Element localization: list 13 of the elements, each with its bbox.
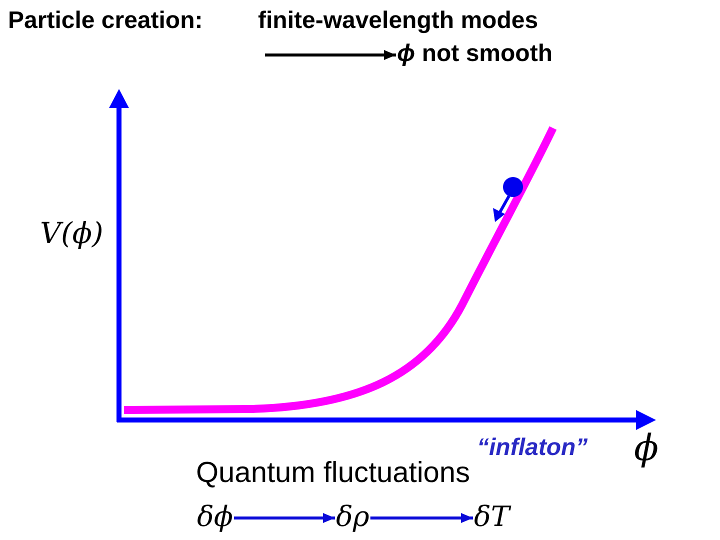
arrow bbox=[370, 513, 473, 523]
arrow bbox=[265, 50, 396, 60]
math-term: δρ bbox=[336, 503, 370, 531]
arrow bbox=[234, 513, 335, 523]
axis-label: V(ϕ) bbox=[40, 219, 104, 248]
phrase-text: ϕ not smooth bbox=[397, 42, 552, 66]
math-term: δϕ bbox=[197, 503, 233, 531]
subheading-text: Quantum fluctuations bbox=[196, 459, 470, 488]
phrase-text: finite-wavelength modes bbox=[258, 9, 538, 33]
axis-label: ϕ bbox=[634, 431, 659, 467]
heading-text: Particle creation: bbox=[8, 9, 203, 33]
annotation-text: “inflaton” bbox=[477, 436, 588, 460]
math-term: δT bbox=[474, 503, 510, 531]
